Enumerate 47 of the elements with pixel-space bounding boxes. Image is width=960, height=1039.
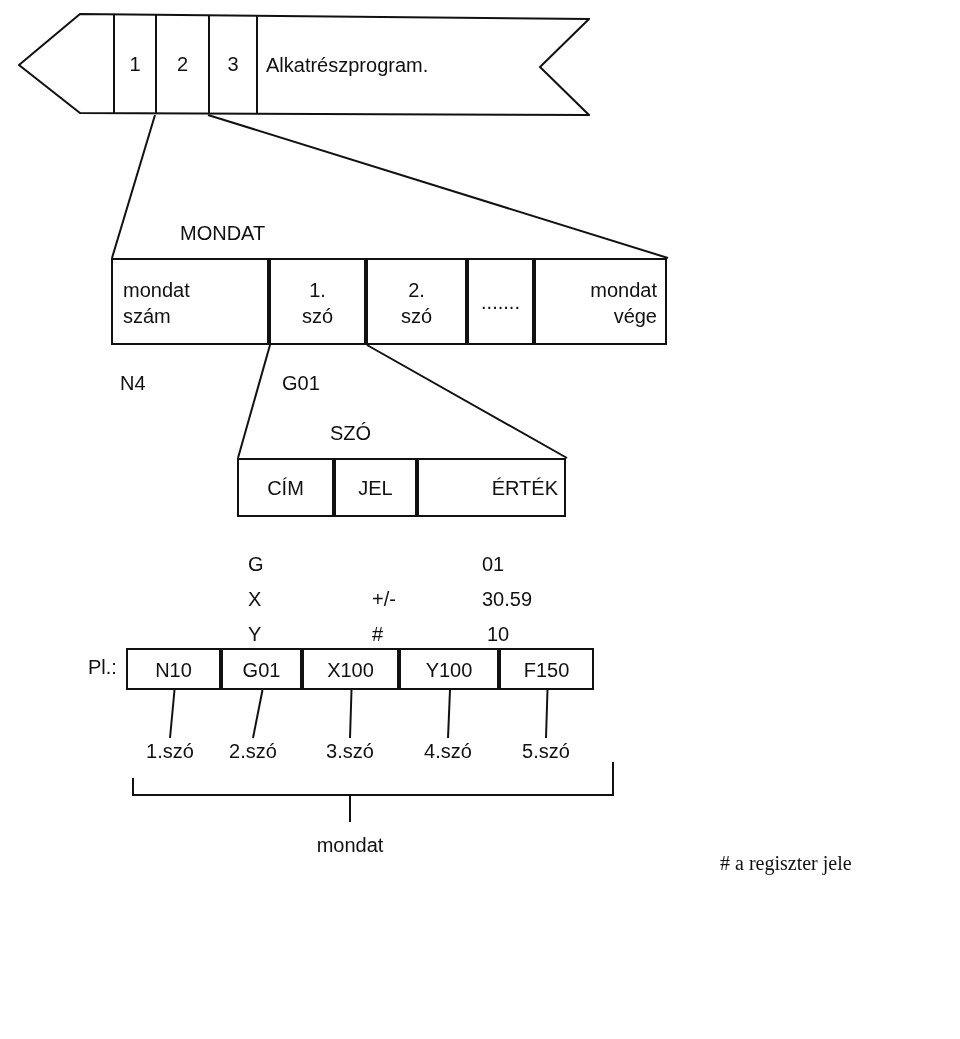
zoom-line bbox=[207, 114, 669, 259]
record-field: mondat szám bbox=[111, 258, 269, 345]
record-field: N10 bbox=[126, 648, 221, 690]
word-label: 2.szó bbox=[218, 738, 288, 764]
connector-line bbox=[252, 689, 264, 739]
zoom-line bbox=[366, 344, 568, 459]
word-label: 1.szó bbox=[135, 738, 205, 764]
table-value: +/- bbox=[372, 588, 396, 611]
table-value: Y bbox=[248, 623, 262, 646]
word-label: 5.szó bbox=[511, 738, 581, 764]
zoom-line bbox=[237, 344, 271, 459]
zoom-line bbox=[111, 114, 156, 259]
block-heading: MONDAT bbox=[180, 222, 266, 245]
word-label: 3.szó bbox=[315, 738, 385, 764]
footnote: # a regiszter jele bbox=[720, 852, 852, 875]
record-field: 1. szó bbox=[269, 258, 366, 345]
table-value: 01 bbox=[482, 553, 505, 576]
record-field: ....... bbox=[467, 258, 534, 345]
program-tape bbox=[18, 13, 590, 118]
tape-segment: 3 bbox=[208, 15, 258, 113]
tape-title: Alkatrészprogram. bbox=[258, 15, 528, 115]
tape-segment: 1 bbox=[113, 15, 155, 113]
record-field: CÍM bbox=[237, 458, 334, 517]
block-heading: Pl.: bbox=[88, 656, 117, 679]
record-field: 2. szó bbox=[366, 258, 467, 345]
table-value: G bbox=[248, 553, 264, 576]
connector-line bbox=[545, 689, 549, 739]
record-field: JEL bbox=[334, 458, 417, 517]
table-value: # bbox=[372, 623, 384, 646]
connector-line bbox=[169, 689, 176, 739]
record-field: X100 bbox=[302, 648, 399, 690]
connector-line bbox=[447, 689, 451, 739]
table-value: 30.59 bbox=[482, 588, 533, 611]
record-field: Y100 bbox=[399, 648, 499, 690]
tape-segment: 2 bbox=[155, 15, 208, 113]
record-field: F150 bbox=[499, 648, 594, 690]
word-label: 4.szó bbox=[413, 738, 483, 764]
block-heading: SZÓ bbox=[330, 422, 372, 445]
table-value: X bbox=[248, 588, 262, 611]
record-field: G01 bbox=[221, 648, 302, 690]
record-field: ÉRTÉK bbox=[417, 458, 566, 517]
record-field: mondat vége bbox=[534, 258, 667, 345]
table-value: 10 bbox=[487, 623, 510, 646]
example-value: G01 bbox=[282, 372, 320, 395]
example-value: N4 bbox=[120, 372, 146, 395]
bracket-label: mondat bbox=[315, 834, 385, 857]
connector-line bbox=[349, 689, 353, 739]
